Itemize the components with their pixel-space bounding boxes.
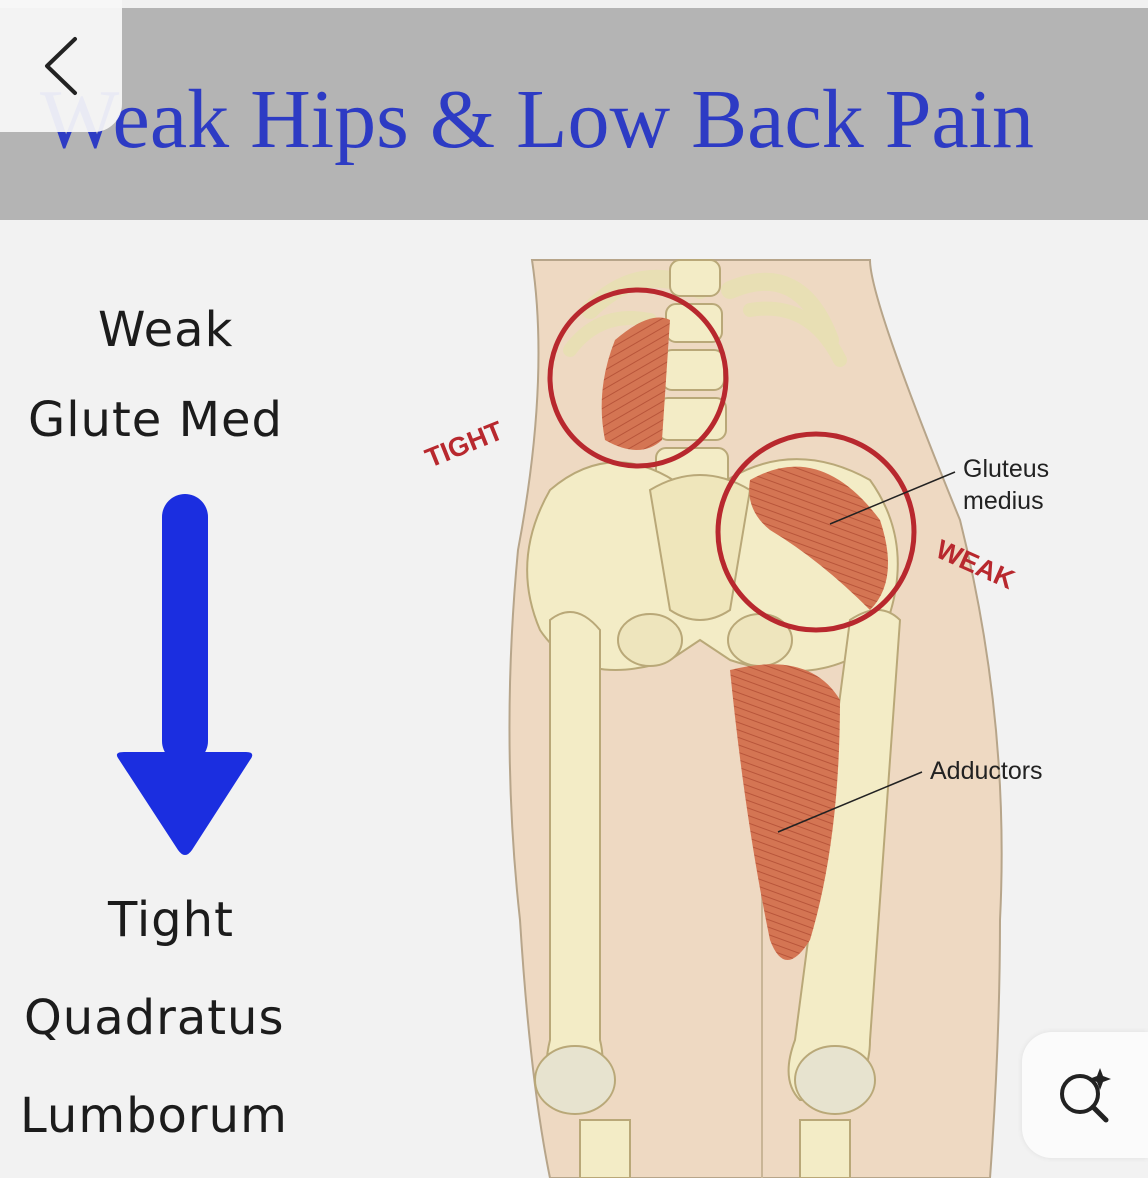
quadratus-label: Quadratus <box>24 990 285 1046</box>
adductors-muscle <box>730 664 840 960</box>
tight-circle <box>547 287 729 469</box>
visual-search-icon <box>1060 1068 1111 1123</box>
quadratus-lumborum-muscle <box>601 317 670 450</box>
glute-med-label: Glute Med <box>28 392 283 448</box>
infographic: Weak Glute Med Tight Quadratus Lumborum <box>0 220 1148 1178</box>
tight-label-handwritten: Tight <box>108 892 234 948</box>
lumborum-label: Lumborum <box>20 1088 288 1144</box>
tight-diagram-label: TIGHT <box>421 415 508 473</box>
hip-anatomy-illustration: TIGHT WEAK Gluteus medius Adductors <box>421 259 1049 1178</box>
gluteus-label-line2: medius <box>963 487 1044 515</box>
title-banner: Weak Hips & Low Back Pain <box>0 8 1148 220</box>
visual-search-button[interactable] <box>1022 1032 1148 1158</box>
page-title: Weak Hips & Low Back Pain <box>40 73 1035 166</box>
adductors-label: Adductors <box>930 757 1043 785</box>
back-button[interactable] <box>0 0 122 132</box>
gluteus-label-line1: Gluteus <box>963 455 1049 483</box>
left-femur <box>545 611 604 1101</box>
weak-label-handwritten: Weak <box>98 302 234 358</box>
weak-circle <box>715 431 917 633</box>
chevron-left-icon <box>45 37 77 95</box>
gluteus-medius-muscle <box>749 466 888 610</box>
down-arrow-icon <box>116 494 253 855</box>
